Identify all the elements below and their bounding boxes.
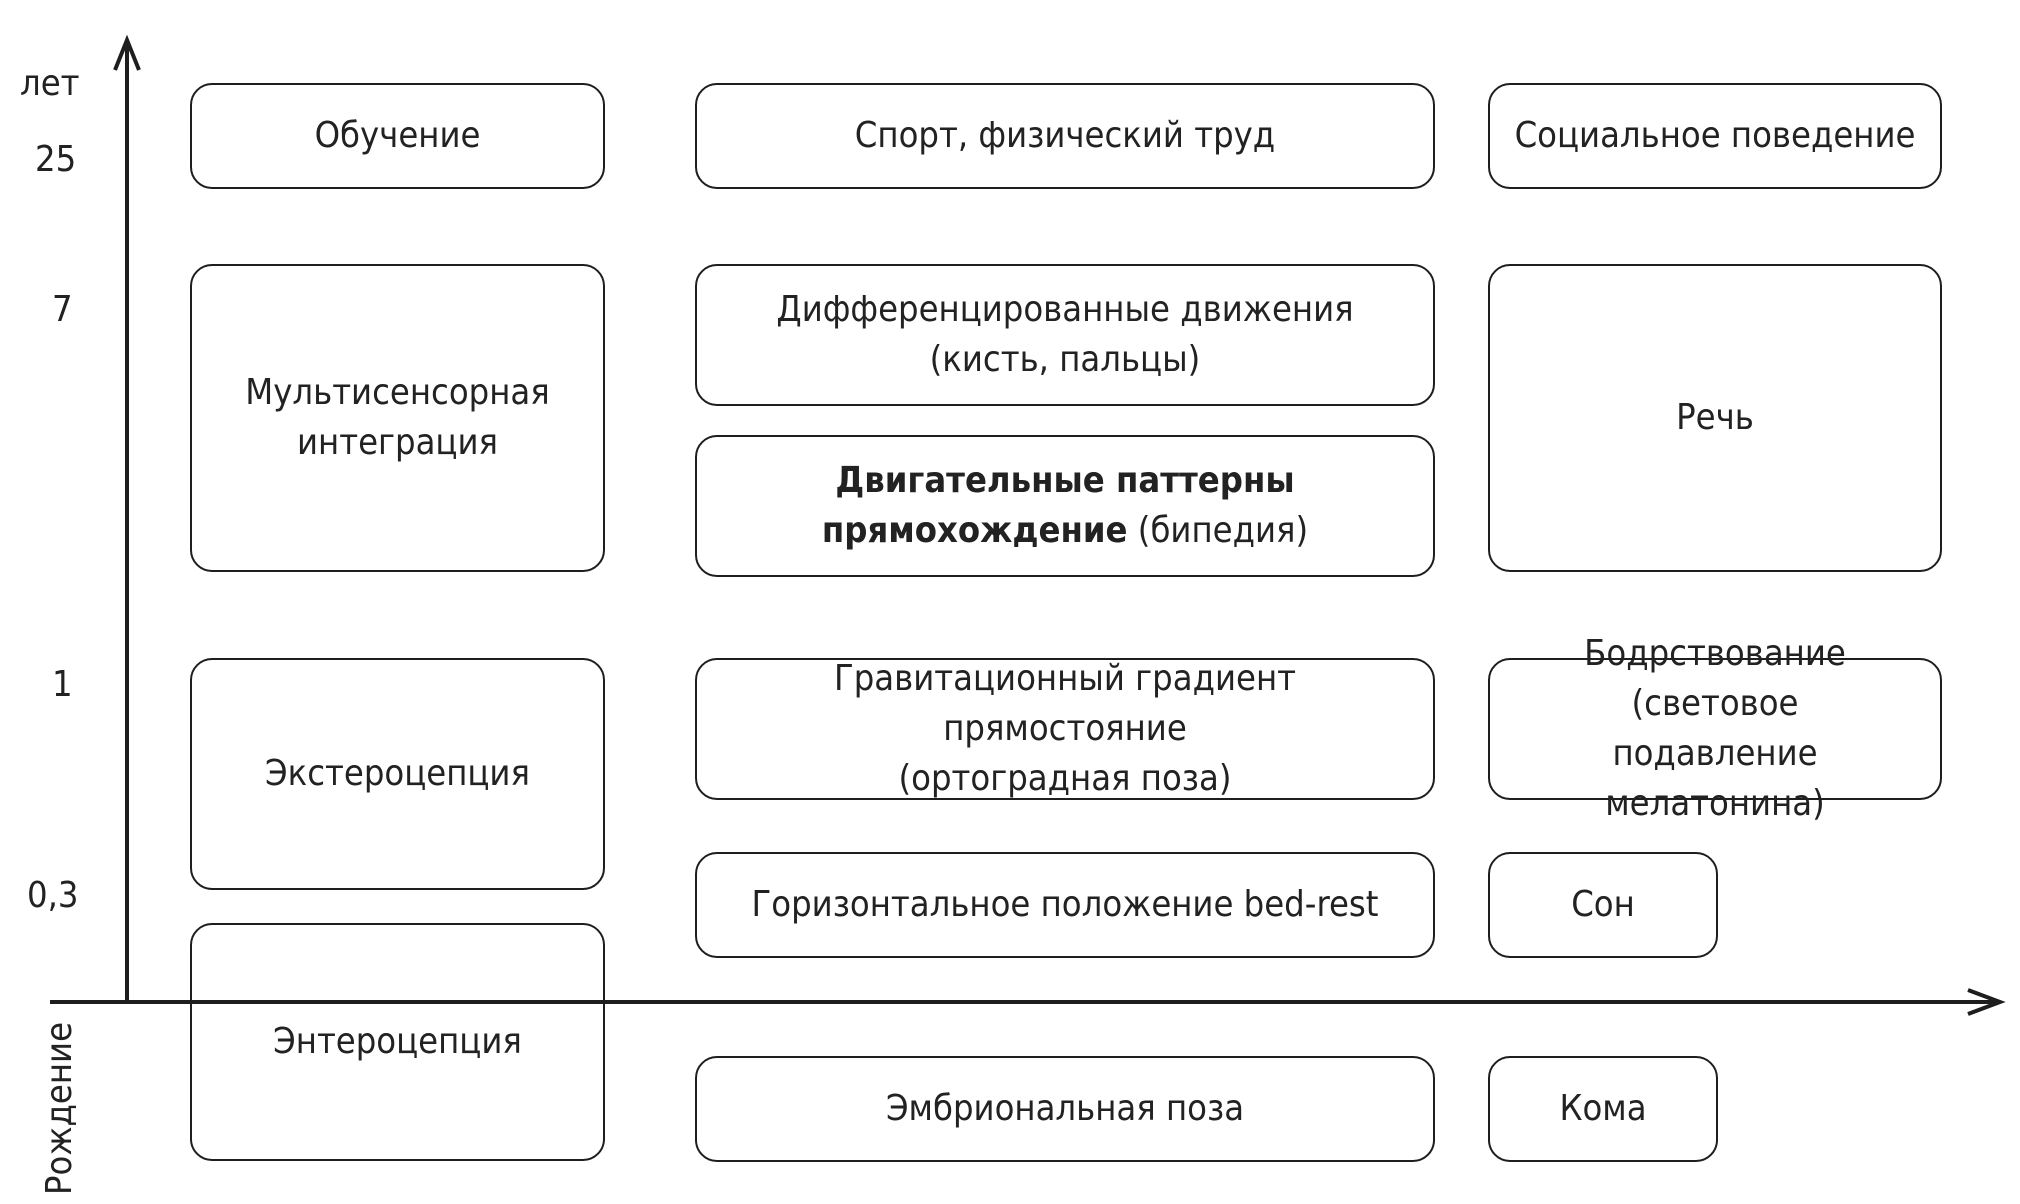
x-axis-arrowhead xyxy=(1967,988,2006,1016)
tick-0-3: 0,3 xyxy=(27,875,79,916)
box-differentiated-line1: Дифференцированные движения xyxy=(776,289,1354,330)
box-differentiated-line2: (кисть, пальцы) xyxy=(929,339,1201,380)
box-multisensory-line1: Мультисенсорная xyxy=(245,372,550,413)
box-motor-line2-bold: прямохождение xyxy=(821,510,1128,551)
box-horizontal-text: Горизонтальное положение bed-rest xyxy=(751,884,1379,925)
box-speech-text: Речь xyxy=(1676,397,1754,438)
box-exteroception-text: Экстероцепция xyxy=(265,753,530,794)
box-sleep: Сон xyxy=(1488,852,1718,958)
box-social: Социальное поведение xyxy=(1488,83,1942,189)
box-gravity-line2: (ортоградная поза) xyxy=(898,758,1232,799)
box-speech: Речь xyxy=(1488,264,1942,572)
box-interoception-text: Энтероцепция xyxy=(273,1021,522,1062)
box-motor-line1: Двигательные паттерны xyxy=(835,460,1295,501)
box-multisensory-line2: интеграция xyxy=(296,422,498,463)
tick-25: 25 xyxy=(35,139,77,180)
box-horizontal: Горизонтальное положение bed-rest xyxy=(695,852,1435,958)
box-wakefulness-line1: Бодрствование (световое xyxy=(1584,633,1846,724)
origin-label: Рождение xyxy=(39,1021,80,1195)
box-motor-patterns: Двигательные паттерны прямохождение (бипе… xyxy=(695,435,1435,577)
box-sleep-text: Сон xyxy=(1571,884,1635,925)
tick-1: 1 xyxy=(52,664,73,705)
box-social-text: Социальное поведение xyxy=(1514,115,1916,156)
box-sport: Спорт, физический труд xyxy=(695,83,1435,189)
box-coma: Кома xyxy=(1488,1056,1718,1162)
y-axis-unit: лет xyxy=(20,63,80,104)
box-sport-text: Спорт, физический труд xyxy=(854,115,1276,156)
box-differentiated-movements: Дифференцированные движения (кисть, пальц… xyxy=(695,264,1435,406)
box-learning: Обучение xyxy=(190,83,605,189)
box-gravity: Гравитационный градиент прямостояние (орт… xyxy=(695,658,1435,800)
tick-7: 7 xyxy=(52,289,73,330)
box-learning-text: Обучение xyxy=(314,115,481,156)
box-gravity-line1: Гравитационный градиент прямостояние xyxy=(833,658,1296,749)
box-embryo: Эмбриональная поза xyxy=(695,1056,1435,1162)
box-embryo-text: Эмбриональная поза xyxy=(885,1088,1245,1129)
box-motor-line2-normal: (бипедия) xyxy=(1127,510,1309,551)
y-axis-arrowhead xyxy=(113,34,141,71)
box-coma-text: Кома xyxy=(1559,1088,1647,1129)
box-wakefulness-line2: подавление мелатонина) xyxy=(1605,733,1825,824)
box-interoception: Энтероцепция xyxy=(190,923,605,1161)
box-multisensory: Мультисенсорная интеграция xyxy=(190,264,605,572)
box-exteroception: Экстероцепция xyxy=(190,658,605,890)
